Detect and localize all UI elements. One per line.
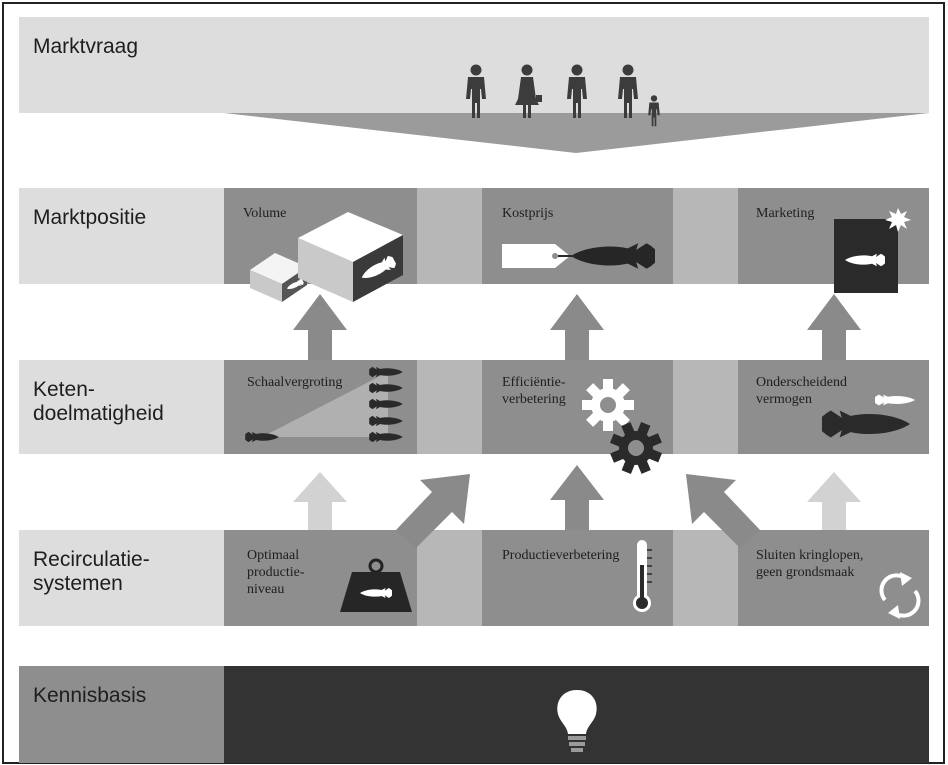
cost-price-label: Kostprijs xyxy=(502,206,554,221)
fish-box-icon xyxy=(250,212,403,302)
recirculation-label: Recirculatie- systemen xyxy=(33,548,150,595)
volume-label: Volume xyxy=(243,206,287,221)
fish-school-icon xyxy=(245,366,403,443)
weight-fish-icon xyxy=(340,558,412,612)
family-people-icon xyxy=(466,64,660,127)
distinctiveness-label: Onderscheidend vermogen xyxy=(756,375,847,407)
efficiency-label: Efficiëntie- verbetering xyxy=(502,375,566,407)
gap-2b xyxy=(673,188,738,284)
market-position-label: Marktpositie xyxy=(33,206,147,229)
chain-efficiency-label: Keten- doelmatigheid xyxy=(33,378,164,425)
gap-4a xyxy=(417,530,482,626)
price-tag-fish-icon xyxy=(502,243,655,269)
optimal-production-label: Optimaal productie- niveau xyxy=(247,548,305,597)
up-arrows-to-chain-efficiency xyxy=(293,465,861,548)
gap-3a xyxy=(417,360,482,454)
market-demand-label: Marktvraag xyxy=(33,35,139,58)
knowledge-label-cell xyxy=(19,666,224,763)
thermometer-icon xyxy=(633,540,652,612)
up-arrows-to-market-position xyxy=(293,294,861,360)
gears-icon xyxy=(582,379,670,482)
gap-4b xyxy=(673,530,738,626)
packaged-fish-icon xyxy=(834,208,911,293)
market-demand-funnel xyxy=(224,113,929,153)
scale-increase-label: Schaalvergroting xyxy=(247,375,343,390)
recycle-icon xyxy=(879,572,921,619)
lightbulb-icon xyxy=(557,690,597,752)
gap-2a xyxy=(417,188,482,284)
closing-cycles-label: Sluiten kringlopen, geen grondsmaak xyxy=(756,548,864,580)
knowledge-base-label: Kennisbasis xyxy=(33,684,147,707)
cost-price-cell xyxy=(482,188,673,284)
distinctiveness-cell xyxy=(738,360,929,454)
marketing-cell xyxy=(738,188,929,284)
production-improvement-label: Productieverbetering xyxy=(502,548,620,563)
marketing-label: Marketing xyxy=(756,206,815,221)
gap-3b xyxy=(673,360,738,454)
